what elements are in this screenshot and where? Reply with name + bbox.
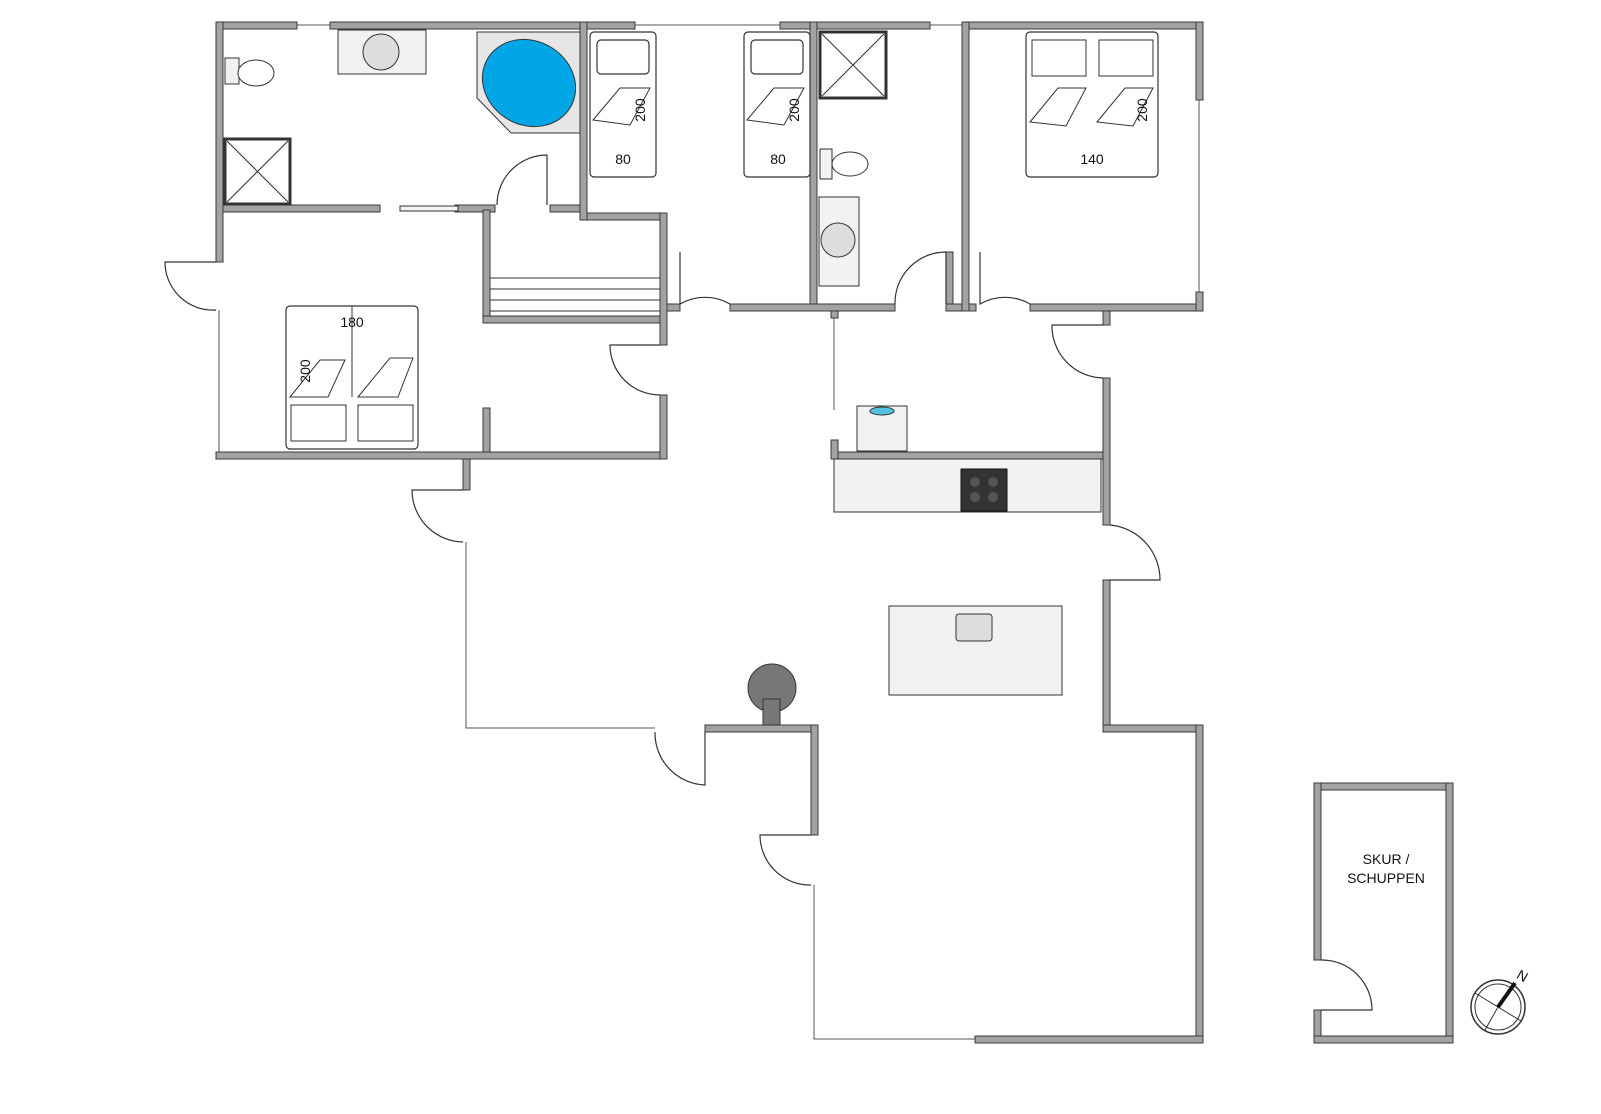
bed-80-a: 80 200 [589,31,657,178]
kitchen-island [888,605,1063,696]
wood-stove-icon [747,663,797,726]
toilet-icon [237,59,275,87]
wall-segment [945,303,977,312]
sink-icon [362,33,400,71]
bed-length-label: 200 [1134,98,1150,122]
shower-drain-lines [821,33,885,97]
kitchen [833,405,1102,696]
wall-segment [809,21,818,312]
bed-length-label: 200 [632,98,648,122]
wall-segment [215,21,224,263]
wall-segment [666,303,681,312]
shed-label-line2: SCHUPPEN [1347,870,1425,886]
wall-segment [482,209,491,324]
wall-segment [586,212,668,221]
wall-segment [1313,782,1454,791]
shed-label-line1: SKUR / [1363,851,1410,867]
doors [164,154,1373,1011]
wall-segment [579,21,588,221]
bathroom-1 [223,29,581,206]
bed-length-label: 200 [786,98,802,122]
wall-segment [1102,310,1111,326]
wall-segment [704,724,819,733]
bed-width-label: 80 [770,151,786,167]
wall-segment [1445,782,1454,1044]
wall-segment [222,204,381,213]
wall-segment [729,303,896,312]
compass-icon: N [1470,966,1531,1035]
wall-segment [1313,782,1322,961]
wall-segment [961,21,1204,30]
wall-segment [482,315,668,324]
windows [218,24,1200,1040]
wall-segment [1313,1035,1454,1044]
walls [215,21,1454,1044]
bathroom-2 [818,30,888,287]
bed-180: 180 200 [285,305,419,450]
wall-segment [659,212,668,346]
bed-width-label: 180 [340,314,364,330]
bed-140: 140 200 [1025,31,1159,178]
wall-segment [1102,377,1111,526]
washing-machine-lid [869,406,895,416]
bathtub-icon [481,38,577,128]
sink-icon [820,222,856,258]
wall-segment [945,251,954,312]
bed-80-b: 80 200 [743,31,811,178]
wall-segment [779,21,931,30]
wall-segment [329,21,636,30]
wall-segment [1195,21,1204,101]
wall-segment [833,451,1104,460]
wall-segment [1195,291,1204,312]
sink-icon [955,613,993,642]
cooktop-burners [970,477,998,502]
toilet-tank [224,57,240,85]
bed-length-label: 200 [297,359,313,383]
wall-segment [1195,724,1204,1044]
bed-width-label: 140 [1080,151,1104,167]
wall-segment [974,1035,1204,1044]
toilet-icon [831,151,869,177]
toilet-tank [819,148,833,180]
wall-segment [482,407,491,453]
stairs [490,277,660,312]
wall-segment [659,394,668,460]
cooktop-icon [960,468,1008,512]
wall-segment [961,21,970,312]
wall-segment [1102,724,1204,733]
shower-drain-lines [226,140,289,203]
wall-segment [1029,303,1204,312]
wall-segment [810,724,819,836]
wall-segment [215,21,298,30]
wall-segment [830,439,839,460]
wall-segment [1102,579,1111,733]
sliding-door [399,205,459,212]
compass-north-label: N [1514,966,1531,985]
bed-width-label: 80 [615,151,631,167]
wall-segment [830,310,839,319]
wall-segment [215,451,668,460]
wall-segment [462,458,471,491]
